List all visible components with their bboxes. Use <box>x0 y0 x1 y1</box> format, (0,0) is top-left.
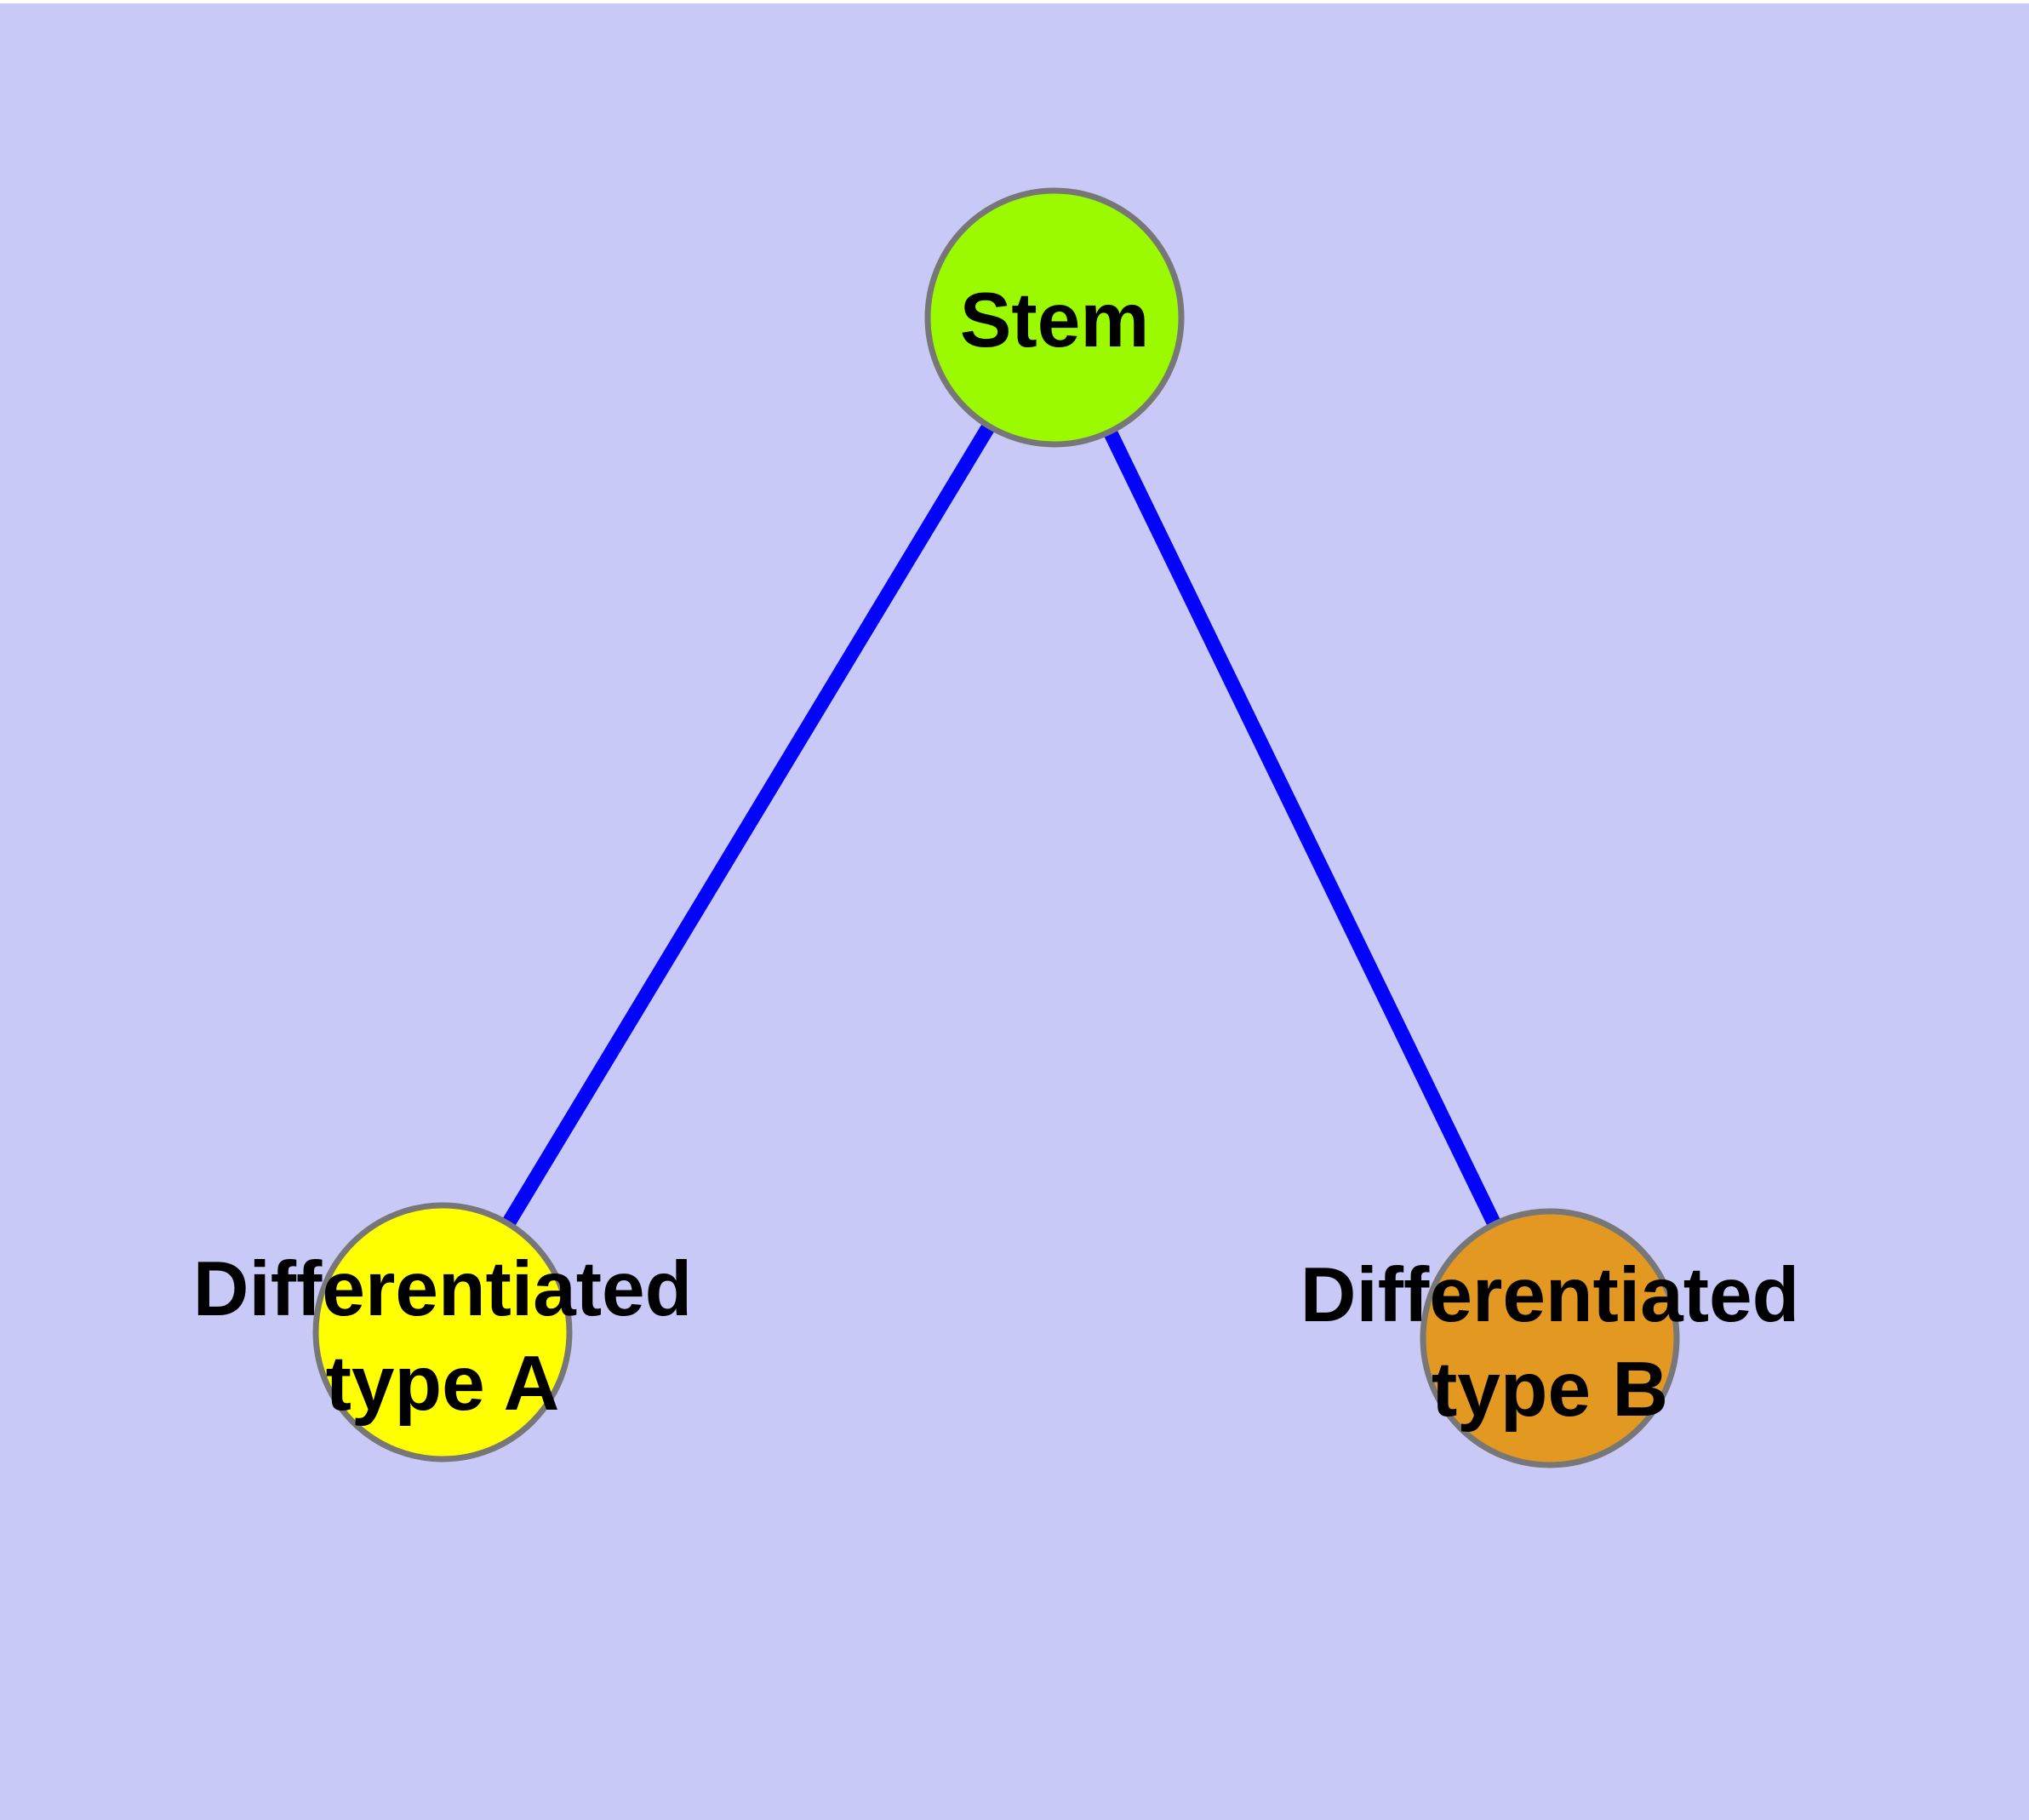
type-a-label-line2: type A <box>326 1341 560 1427</box>
stem-node <box>924 187 1185 448</box>
edge-stem-to-type-b <box>1048 314 1557 1342</box>
differentiated-type-a-node <box>312 1202 573 1462</box>
type-a-label-line1: Differentiated <box>193 1246 693 1332</box>
type-b-label-line1: Differentiated <box>1300 1252 1800 1338</box>
type-b-label-line2: type B <box>1432 1347 1668 1433</box>
edge-stem-to-type-a <box>436 313 1061 1336</box>
differentiated-type-b-node <box>1420 1208 1680 1468</box>
stem-node-label: Stem <box>960 278 1150 363</box>
